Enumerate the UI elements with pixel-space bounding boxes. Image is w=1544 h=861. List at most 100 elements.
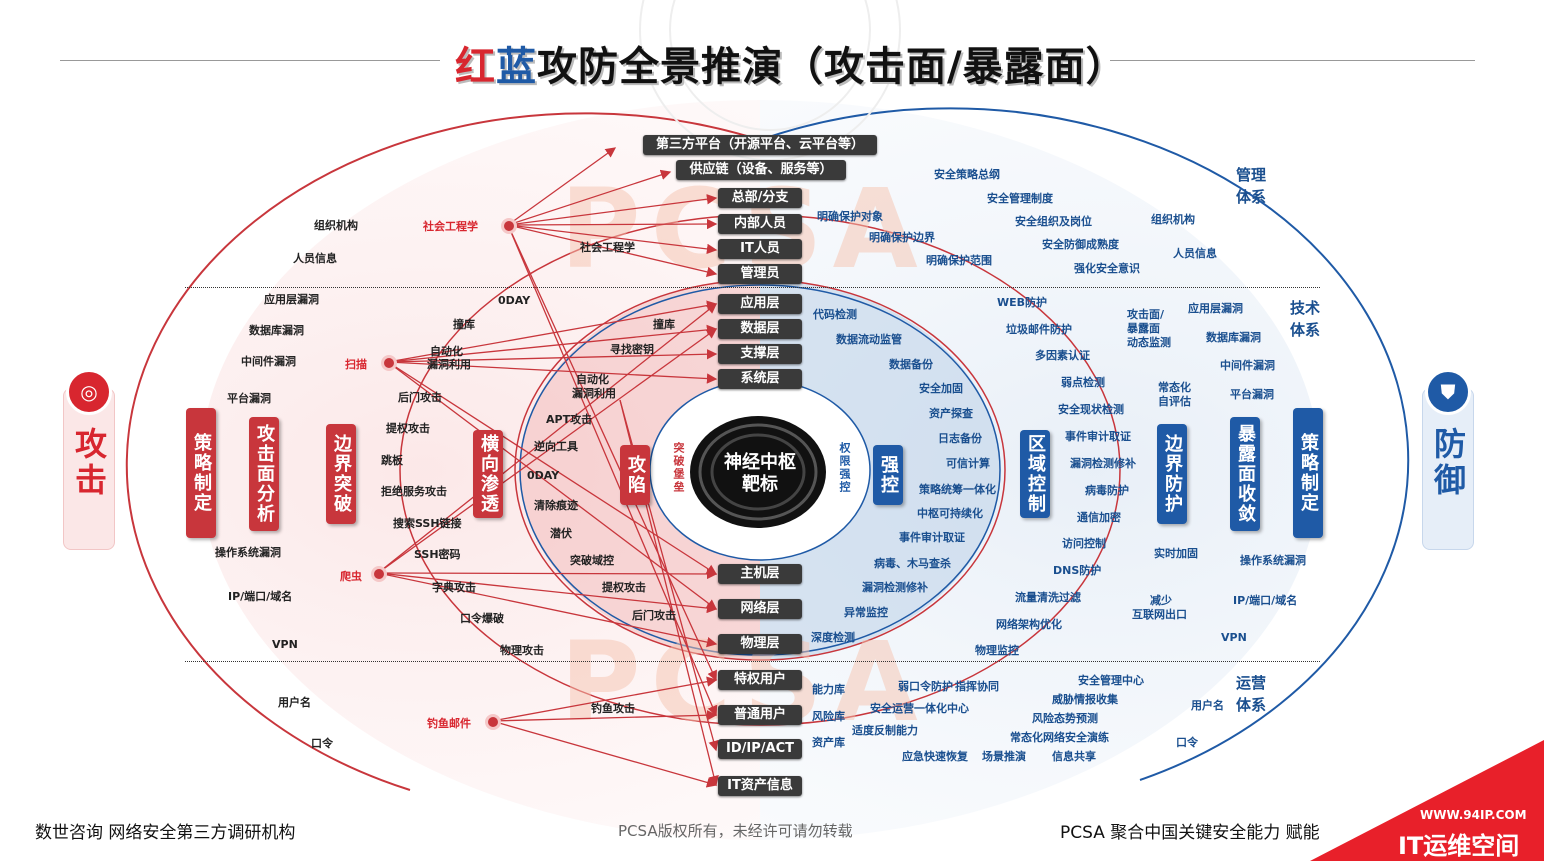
attack-label: 搜索SSH链接 (393, 515, 462, 531)
misc-label: 互联网出口 (1132, 606, 1187, 622)
defense-label: 安全现状检测 (1058, 401, 1124, 417)
breach-fortress-label: 突破堡垒 (670, 442, 686, 494)
node-dot-scan (381, 355, 397, 371)
left-label: 用户名 (278, 694, 311, 710)
right-label: 应用层漏洞 (1188, 300, 1243, 316)
defense-inner-label: 中枢可持续化 (917, 505, 983, 521)
left-label: IP/端口/域名 (228, 588, 292, 604)
right-label: 数据库漏洞 (1206, 329, 1261, 345)
left-label: 应用层漏洞 (264, 291, 319, 307)
right-label: 平台漏洞 (1230, 386, 1274, 402)
attack-label: 跳板 (381, 452, 403, 468)
misc-label: 动态监测 (1127, 334, 1171, 350)
layer-admins: 管理员 (718, 264, 802, 284)
defense-label: 网络架构优化 (996, 616, 1062, 632)
right-label: 用户名 (1191, 697, 1224, 713)
defense-label: 漏洞检测修补 (1070, 455, 1136, 471)
layer-it-staff: IT人员 (718, 239, 802, 259)
node-scan: 扫描 (345, 356, 367, 372)
defense-label: 流量清洗过滤 (1015, 589, 1081, 605)
attack-label: 0DAY (498, 294, 530, 307)
defense-inner-label: 数据流动监管 (836, 331, 902, 347)
layer-third-party: 第三方平台（开源平台、云平台等） (643, 135, 877, 155)
defense-label: 明确保护边界 (869, 229, 935, 245)
system-management-line1: 管理 (1236, 164, 1266, 186)
attack-label: SSH密码 (414, 546, 461, 562)
node-phishing: 钓鱼邮件 (427, 715, 471, 731)
inner-attack-label: 漏洞利用 (572, 385, 616, 401)
defense-inner-label: 事件审计取证 (899, 529, 965, 545)
left-label: 平台漏洞 (227, 390, 271, 406)
defense-label: 通信加密 (1077, 509, 1121, 525)
defense-label: 物理监控 (975, 642, 1019, 658)
system-operations: 运营 体系 (1236, 672, 1266, 716)
ops-label: 威胁情报收集 (1052, 691, 1118, 707)
defense-label: 明确保护对象 (817, 208, 883, 224)
right-label: IP/端口/域名 (1233, 592, 1297, 608)
defense-label: 安全策略总纲 (934, 166, 1000, 182)
defense-inner-label: 数据备份 (889, 356, 933, 372)
layer-supply-chain: 供应链（设备、服务等） (676, 160, 846, 180)
defense-label: DNS防护 (1053, 562, 1101, 578)
ops-label: 信息共享 (1052, 748, 1096, 764)
inner-attack-label: 逆向工具 (534, 438, 578, 454)
layer-id-ip-act: ID/IP/ACT (718, 739, 802, 759)
node-crawler: 爬虫 (340, 568, 362, 584)
left-label: 中间件漏洞 (241, 353, 296, 369)
left-label: 操作系统漏洞 (215, 544, 281, 560)
system-management: 管理 体系 (1236, 164, 1266, 208)
attack-label: 口令爆破 (460, 610, 504, 626)
ops-label: 场景推演 (982, 748, 1026, 764)
ops-label: 安全运营一体化中心 (870, 700, 969, 716)
defense-inner-label: 病毒、木马查杀 (874, 555, 951, 571)
ops-label: 常态化网络安全演练 (1010, 729, 1109, 745)
layer-it-assets: IT资产信息 (718, 776, 802, 796)
ops-label: 能力库 (812, 681, 845, 697)
node-dot-social (501, 218, 517, 234)
system-operations-line1: 运营 (1236, 672, 1266, 694)
vbox-boundary-defense: 边界防护 (1157, 424, 1187, 524)
system-technical: 技术 体系 (1290, 297, 1320, 341)
layer-system: 系统层 (718, 369, 802, 389)
attack-label: 漏洞利用 (427, 356, 471, 372)
ops-label: 适度反制能力 (852, 722, 918, 738)
attack-label: 后门攻击 (398, 389, 442, 405)
shield-icon: ⛊ (1425, 369, 1471, 415)
layer-hq-branch: 总部/分支 (718, 188, 802, 208)
center-line2: 靶标 (718, 474, 802, 496)
inner-attack-label: 撞库 (653, 316, 675, 332)
defense-label: 安全防御成熟度 (1042, 236, 1119, 252)
ops-label: 安全管理中心 (1078, 672, 1144, 688)
vbox-exposure-reduction: 暴露面收敛 (1230, 417, 1260, 531)
center-label: 神经中枢 靶标 (718, 452, 802, 496)
ops-label: 弱口令防护 (898, 678, 953, 694)
corner-brand: IT运维空间 (1398, 826, 1519, 861)
left-label: 人员信息 (293, 250, 337, 266)
defense-inner-label: 异常监控 (844, 604, 888, 620)
attack-label: 撞库 (453, 316, 475, 332)
defense-inner-label: 日志备份 (938, 430, 982, 446)
vbox-zone-control: 区域控制 (1020, 430, 1050, 518)
system-technical-line1: 技术 (1290, 297, 1320, 319)
left-label: VPN (272, 638, 298, 651)
defense-inner-label: 可信计算 (946, 455, 990, 471)
ops-label: 风险库 (812, 708, 845, 724)
inner-attack-label: 清除痕迹 (534, 497, 578, 513)
vbox-lateral-movement: 横向渗透 (473, 430, 503, 518)
defense-inner-label: 策略统筹一体化 (919, 481, 996, 497)
defense-inner-label: 漏洞检测修补 (862, 579, 928, 595)
inner-attack-label: 0DAY (527, 469, 559, 482)
right-label: 口令 (1176, 734, 1198, 750)
layer-data: 数据层 (718, 319, 802, 339)
defense-label: 弱点检测 (1061, 374, 1105, 390)
defense-label: WEB防护 (997, 294, 1047, 310)
defense-label: 事件审计取证 (1065, 428, 1131, 444)
defense-label: 访问控制 (1062, 535, 1106, 551)
layer-application: 应用层 (718, 294, 802, 314)
attack-label: 字典攻击 (432, 579, 476, 595)
attack-label: 物理攻击 (500, 642, 544, 658)
layer-support: 支撑层 (718, 344, 802, 364)
inner-attack-label: 后门攻击 (632, 607, 676, 623)
right-label: 人员信息 (1173, 245, 1217, 261)
defense-label: 明确保护范围 (926, 252, 992, 268)
